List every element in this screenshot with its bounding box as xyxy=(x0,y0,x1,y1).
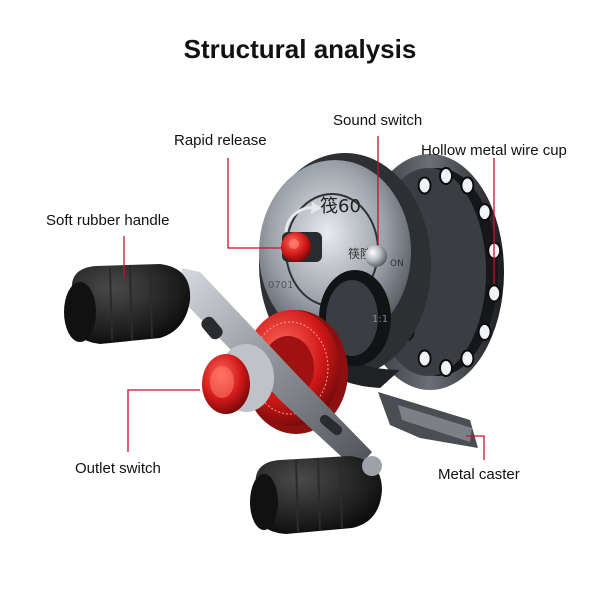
label-metal-caster: Metal caster xyxy=(438,466,520,483)
leader-rapid-release xyxy=(227,158,282,249)
cup-hole xyxy=(487,284,502,303)
cup-hole xyxy=(460,349,475,368)
rapid-release-knob xyxy=(281,232,322,262)
diagram-title: Structural analysis xyxy=(183,34,417,64)
soft-rubber-handle-upper xyxy=(64,264,191,344)
reel-model-marking: 筏60 xyxy=(320,196,361,217)
cup-hole xyxy=(439,359,453,377)
label-rapid-release: Rapid release xyxy=(174,132,267,149)
cup-hole xyxy=(460,176,475,195)
label-sound-switch: Sound switch xyxy=(333,112,423,129)
leader-metal-caster xyxy=(466,435,485,460)
cup-hole xyxy=(417,176,432,195)
sound-switch-ball xyxy=(365,245,387,267)
metal-caster-part xyxy=(378,392,478,448)
label-soft-rubber-handle: Soft rubber handle xyxy=(46,212,170,229)
cup-hole xyxy=(417,349,432,368)
cup-hole xyxy=(477,322,492,341)
cup-hole xyxy=(477,203,492,222)
handle-arm xyxy=(178,268,372,470)
cup-hole xyxy=(439,167,453,185)
rotation-arrowhead-icon xyxy=(311,202,322,214)
label-hollow-metal-wire-cup: Hollow metal wire cup xyxy=(421,142,567,159)
label-outlet-switch: Outlet switch xyxy=(75,460,161,477)
reel-on-marking: ON xyxy=(390,259,404,269)
reel-ratio-marking: 1:1 xyxy=(372,314,388,325)
outlet-switch-knob xyxy=(202,344,274,414)
reel-code-marking: 0701 xyxy=(268,280,293,291)
leader-outlet-switch xyxy=(127,389,200,452)
soft-rubber-handle-lower xyxy=(250,456,382,534)
rotation-arrow-icon xyxy=(284,206,317,233)
